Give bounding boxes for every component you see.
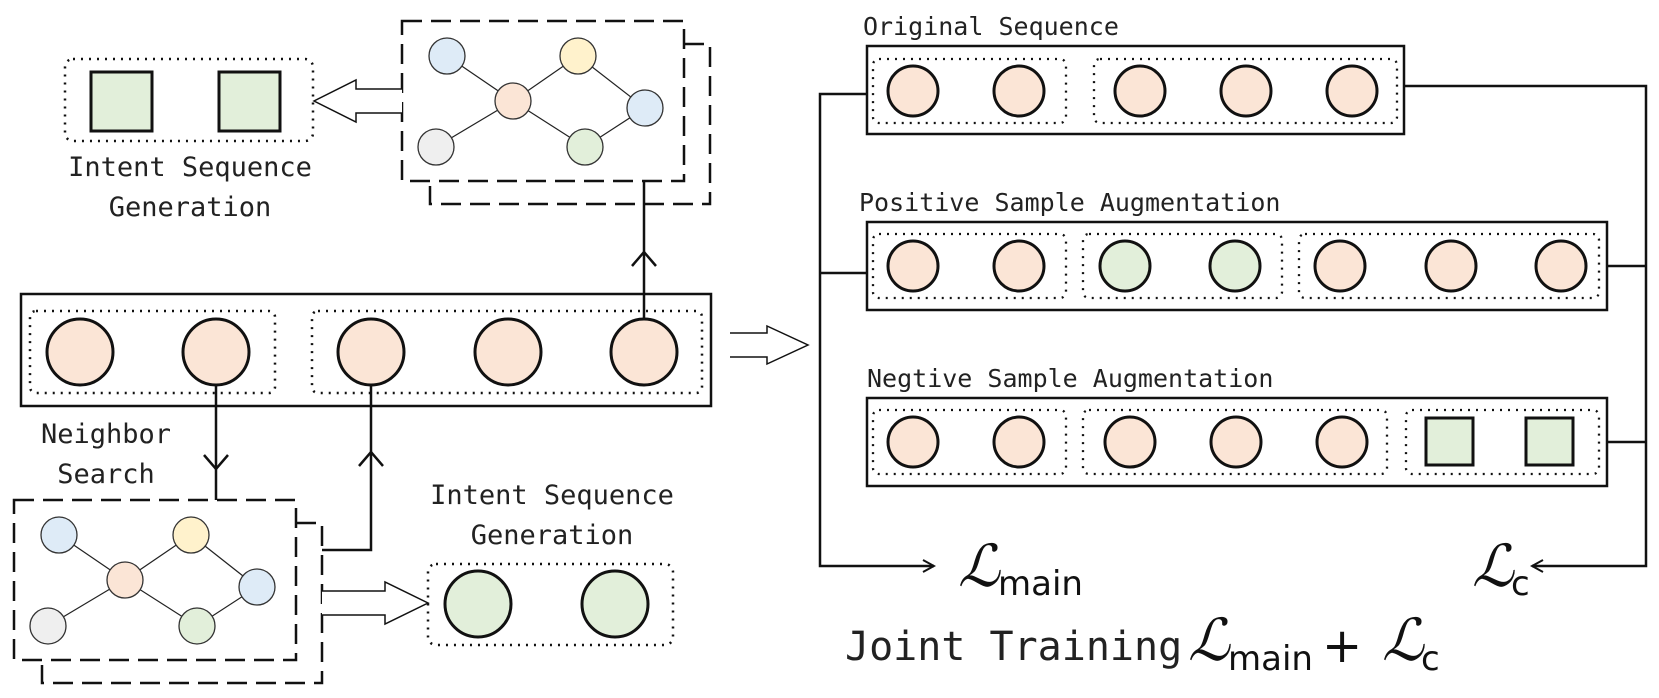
- item-circle-icon: [1103, 415, 1157, 469]
- original-sequence: [865, 44, 1406, 136]
- item-circle-icon: [1113, 64, 1167, 118]
- negative-group-3: [1404, 408, 1601, 476]
- negative-sample: [865, 396, 1609, 488]
- input-sequence: [19, 292, 713, 408]
- loss-c-symbol: ℒ: [1472, 532, 1515, 600]
- item-circle-icon: [992, 415, 1046, 469]
- intent-square-icon: [217, 70, 282, 133]
- chevron-down-icon: [203, 454, 229, 471]
- intent-top-label-line1: Intent Sequence: [68, 152, 312, 183]
- graph-shadow-frame: [40, 521, 324, 685]
- item-circle-icon: [336, 317, 406, 387]
- item-circle-icon: [886, 239, 940, 293]
- hollow-arrow-right-icon: [730, 324, 810, 366]
- item-circle-icon: [1424, 239, 1478, 293]
- connector-right-bracket: [1404, 84, 1648, 566]
- loss-c-subscript: c: [1511, 564, 1530, 604]
- interest-graph-icon: [400, 19, 712, 206]
- item-circle-icon: [992, 64, 1046, 118]
- neighbor-label-line2: Search: [57, 459, 155, 490]
- item-circle-icon: [473, 317, 543, 387]
- joint-loss-main-subscript: main: [1228, 639, 1313, 679]
- connector-left-bracket: [818, 92, 934, 566]
- item-circle-icon: [1534, 239, 1588, 293]
- graph-shadow-frame: [428, 42, 712, 206]
- item-circle-icon: [609, 317, 679, 387]
- intent-circle-icon: [580, 569, 650, 639]
- intent-circle-icon: [1208, 239, 1262, 293]
- plus-sign: +: [1322, 618, 1362, 674]
- loss-main-subscript: main: [998, 564, 1083, 604]
- intent-circle-icon: [1098, 239, 1152, 293]
- item-circle-icon: [1209, 415, 1263, 469]
- intent-sequence-top-frame: [63, 57, 315, 143]
- item-circle-icon: [45, 317, 115, 387]
- item-circle-icon: [992, 239, 1046, 293]
- joint-loss-c-symbol: ℒ: [1382, 606, 1425, 674]
- chevron-up-icon: [631, 250, 657, 267]
- positive-sample: [865, 220, 1609, 312]
- intent-top-label-line2: Generation: [109, 192, 272, 223]
- item-circle-icon: [1325, 64, 1379, 118]
- original-sequence-label: Original Sequence: [863, 12, 1119, 41]
- joint-loss-c-subscript: c: [1421, 639, 1440, 679]
- item-circle-icon: [886, 64, 940, 118]
- hollow-arrow-right-icon: [322, 580, 430, 626]
- intent-square-icon: [1524, 416, 1575, 467]
- intent-square-icon: [89, 70, 154, 133]
- intent-bottom-label-line1: Intent Sequence: [430, 480, 674, 511]
- input-group-2: [310, 309, 704, 395]
- chevron-up-icon: [358, 450, 384, 467]
- loss-c: ℒ c: [1472, 532, 1530, 604]
- item-circle-icon: [886, 415, 940, 469]
- item-circle-icon: [1315, 415, 1369, 469]
- item-circle-icon: [181, 317, 251, 387]
- joint-loss: ℒ main + ℒ c: [1188, 606, 1440, 679]
- negative-group-2: [1081, 408, 1389, 476]
- neighbor-label-line1: Neighbor: [41, 419, 171, 450]
- loss-main-symbol: ℒ: [958, 532, 1001, 600]
- positive-group-1: [871, 232, 1068, 300]
- hollow-arrow-left-icon: [312, 78, 402, 124]
- intent-square-icon: [1424, 416, 1475, 467]
- original-group-1: [871, 57, 1068, 125]
- intent-circle-icon: [443, 569, 513, 639]
- item-circle-icon: [1219, 64, 1273, 118]
- intent-sequence-top: [63, 57, 315, 143]
- intent-sequence-bottom: [426, 562, 675, 647]
- item-circle-icon: [1313, 239, 1367, 293]
- positive-group-3: [1297, 232, 1601, 300]
- intent-bottom-label-line2: Generation: [471, 520, 634, 551]
- connector-bottom-graph-to-input: [322, 385, 373, 552]
- loss-main: ℒ main: [958, 532, 1083, 604]
- joint-loss-main-symbol: ℒ: [1188, 606, 1231, 674]
- positive-sample-label: Positive Sample Augmentation: [859, 188, 1280, 217]
- negative-sample-frame: [865, 396, 1609, 488]
- original-group-2: [1092, 57, 1399, 125]
- negative-group-1: [871, 408, 1068, 476]
- joint-training-label: Joint Training: [845, 624, 1182, 670]
- negative-sample-label: Negtive Sample Augmentation: [867, 364, 1273, 393]
- intent-sequence-bottom-frame: [426, 562, 675, 647]
- interest-graph-icon: [12, 498, 324, 685]
